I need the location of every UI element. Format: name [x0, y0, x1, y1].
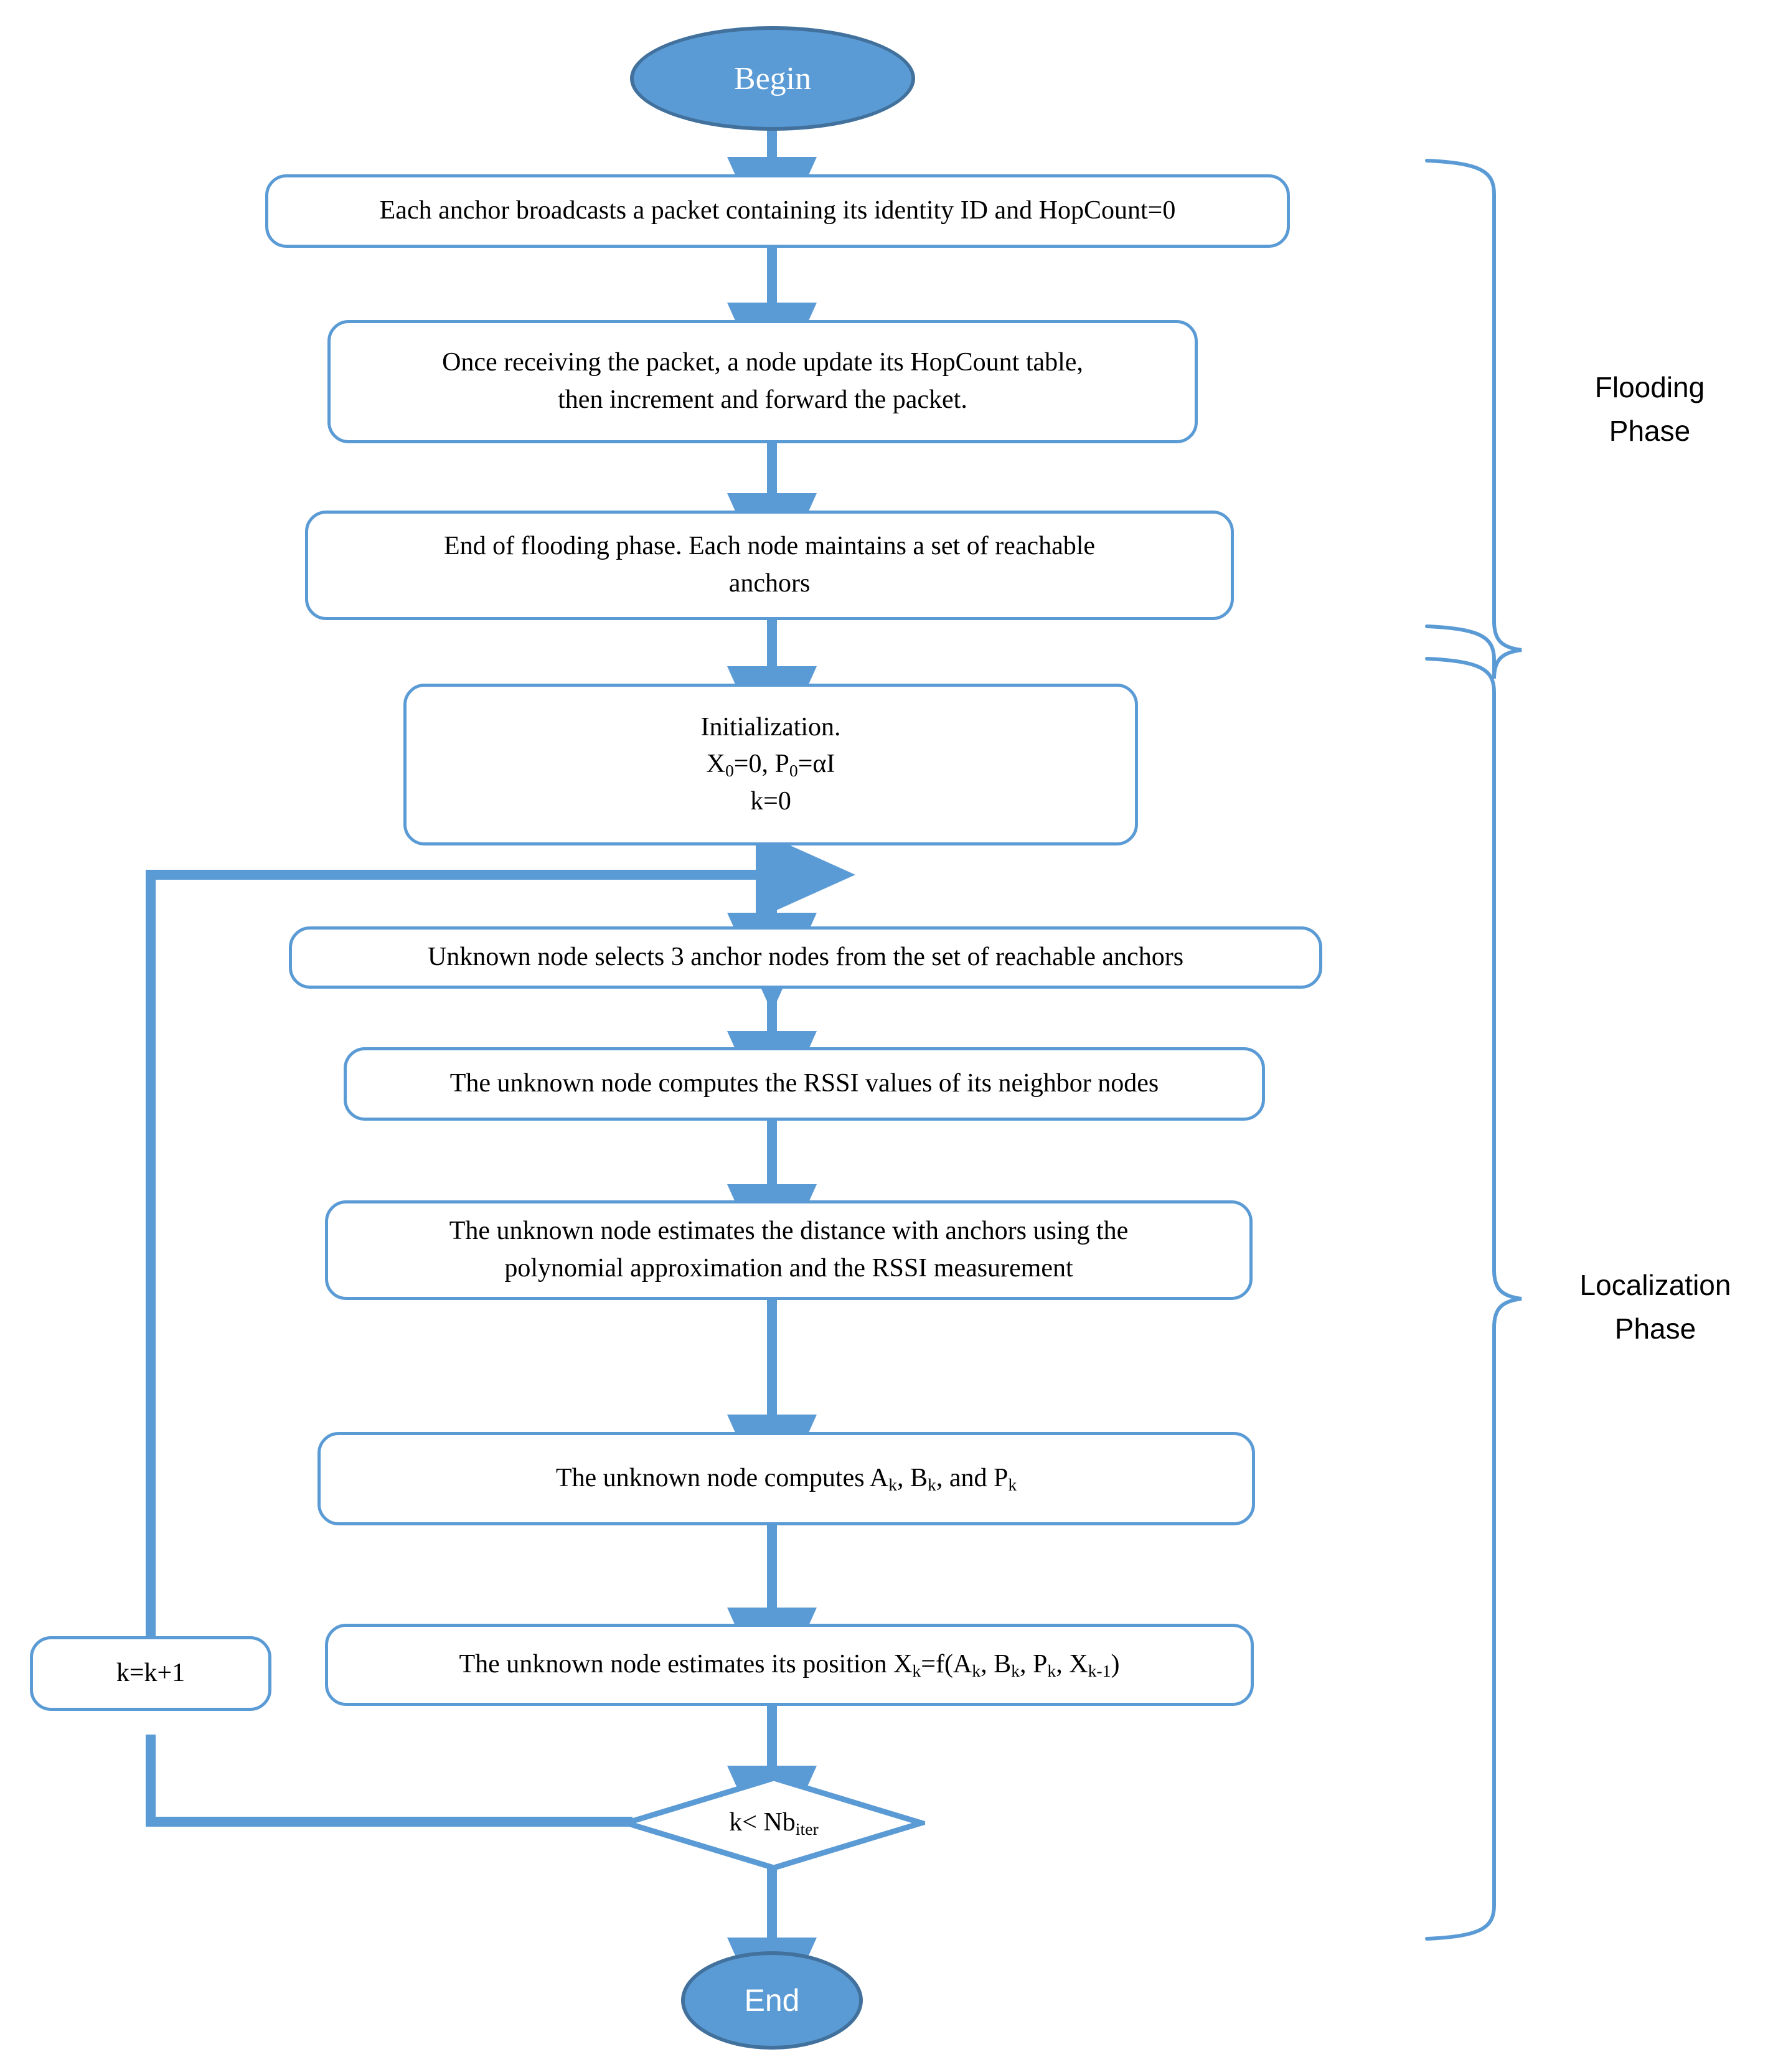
pos-x-subscript: k [912, 1661, 921, 1681]
init-alpha-text: =αI [797, 750, 835, 779]
pos-a-subscript: k [972, 1661, 981, 1681]
phase-flooding-line2: Phase [1609, 414, 1691, 447]
node-begin[interactable]: Begin [630, 26, 915, 131]
pos-p-subscript: k [1047, 1661, 1056, 1681]
node-estimate-distance-line1: The unknown node estimates the distance … [449, 1217, 1129, 1246]
node-broadcast-label: Each anchor broadcasts a packet containi… [379, 196, 1176, 225]
node-compute-rssi-label: The unknown node computes the RSSI value… [449, 1069, 1159, 1098]
node-increment-k-label: k=k+1 [116, 1659, 186, 1688]
node-receive[interactable]: Once receiving the packet, a node update… [327, 320, 1198, 443]
node-end[interactable]: End [681, 1951, 863, 2050]
phase-label-flooding: Flooding Phase [1544, 366, 1756, 453]
node-initialization-line3: k=0 [750, 786, 791, 816]
node-end-label: End [744, 1983, 800, 2018]
node-compute-abp[interactable]: The unknown node computes Ak, Bk, and Pk [317, 1432, 1255, 1525]
node-end-flooding-line2: anchors [728, 569, 811, 598]
node-initialization-line1: Initialization. [700, 712, 841, 742]
node-end-flooding[interactable]: End of flooding phase. Each node maintai… [305, 511, 1234, 620]
abp-a-subscript: k [888, 1475, 897, 1495]
abp-b-subscript: k [927, 1475, 936, 1495]
init-mid-text: =0, P [733, 750, 789, 779]
node-increment-k[interactable]: k=k+1 [30, 1636, 271, 1711]
phase-localization-line2: Phase [1614, 1312, 1696, 1345]
node-decision-label: k< Nbiter [729, 1808, 819, 1839]
node-compute-rssi[interactable]: The unknown node computes the RSSI value… [344, 1047, 1265, 1121]
node-broadcast[interactable]: Each anchor broadcasts a packet containi… [265, 174, 1290, 248]
init-p-subscript: 0 [789, 761, 798, 781]
pos-b-subscript: k [1011, 1661, 1020, 1681]
node-estimate-position-label: The unknown node estimates its position … [459, 1650, 1120, 1681]
edge-decision-increment-loop [146, 1735, 633, 1827]
node-estimate-position[interactable]: The unknown node estimates its position … [325, 1624, 1254, 1706]
phase-flooding-line1: Flooding [1594, 371, 1705, 403]
abp-p-subscript: k [1008, 1475, 1017, 1495]
node-compute-abp-label: The unknown node computes Ak, Bk, and Pk [555, 1464, 1017, 1495]
bracket-localization-phase [1425, 657, 1522, 1941]
node-select-anchors-label: Unknown node selects 3 anchor nodes from… [427, 943, 1184, 972]
node-begin-label: Begin [733, 60, 812, 97]
init-x-subscript: 0 [725, 761, 734, 781]
node-select-anchors[interactable]: Unknown node selects 3 anchor nodes from… [289, 926, 1322, 989]
node-estimate-distance[interactable]: The unknown node estimates the distance … [325, 1200, 1253, 1300]
node-receive-line2: then increment and forward the packet. [558, 385, 967, 414]
bracket-flooding-phase [1425, 159, 1522, 679]
node-end-flooding-line1: End of flooding phase. Each node maintai… [443, 532, 1096, 561]
decision-iter-subscript: iter [795, 1819, 819, 1839]
node-estimate-distance-line2: polynomial approximation and the RSSI me… [504, 1254, 1073, 1283]
phase-localization-line1: Localization [1579, 1269, 1731, 1301]
node-decision[interactable] [623, 1774, 925, 1872]
phase-label-localization: Localization Phase [1538, 1264, 1773, 1351]
pos-xprev-subscript: k-1 [1088, 1661, 1111, 1681]
node-initialization[interactable]: Initialization. X0=0, P0=αI k=0 [403, 684, 1138, 845]
init-x-symbol: X [706, 750, 725, 779]
node-initialization-line2: X0=0, P0=αI [423, 746, 1119, 783]
node-receive-line1: Once receiving the packet, a node update… [442, 348, 1083, 377]
